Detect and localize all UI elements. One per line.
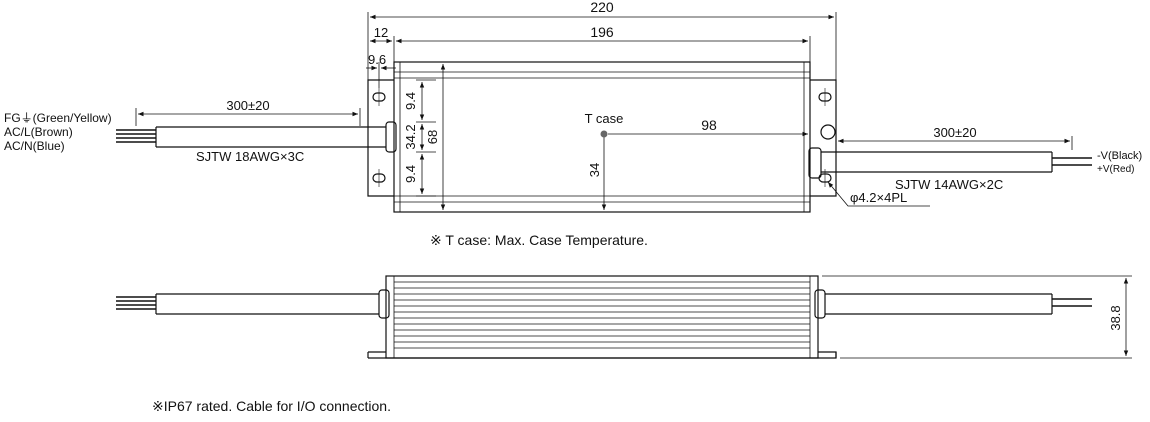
output-cable-length: 300±20 xyxy=(933,125,976,140)
wire-pos: +V(Red) xyxy=(1097,164,1135,175)
dim-34.2: 34.2 xyxy=(403,124,418,149)
tcase-point xyxy=(600,130,608,138)
dim-12: 12 xyxy=(374,25,388,40)
dim-196: 196 xyxy=(590,24,614,40)
side-output-gland xyxy=(814,289,826,319)
wire-fg: FG⏚(Green/Yellow) xyxy=(4,111,112,125)
mounting-slot xyxy=(820,124,836,140)
output-cable-spec: SJTW 14AWG×2C xyxy=(895,177,1003,192)
left-flange xyxy=(367,79,394,197)
hole-spec: φ4.2×4PL xyxy=(850,190,907,205)
dim-68: 68 xyxy=(425,130,440,144)
dim-9.4-bottom: 9.4 xyxy=(403,165,418,183)
hole-leader xyxy=(827,181,930,207)
tcase-label: T case xyxy=(585,111,624,126)
output-cable xyxy=(821,151,1092,173)
side-input-gland xyxy=(378,289,390,319)
input-cable xyxy=(116,126,386,148)
dim-220: 220 xyxy=(590,0,614,15)
heatsink-fins xyxy=(393,276,811,358)
dim-98: 98 xyxy=(701,117,717,133)
ip-note: ※IP67 rated. Cable for I/O connection. xyxy=(152,398,391,414)
dim-38.8: 38.8 xyxy=(1108,305,1123,330)
wire-acn: AC/N(Blue) xyxy=(4,139,65,153)
top-view xyxy=(116,61,1092,213)
base-plate xyxy=(368,351,837,359)
input-cable-length: 300±20 xyxy=(226,98,269,113)
dim-9.4-top: 9.4 xyxy=(403,92,418,110)
dim-34: 34 xyxy=(587,163,602,177)
dim-9.6: 9.6 xyxy=(368,52,386,67)
wire-neg: -V(Black) xyxy=(1097,150,1142,162)
side-dimension xyxy=(822,275,1132,359)
input-gland xyxy=(385,121,397,153)
case-body xyxy=(393,61,811,213)
side-view xyxy=(116,275,1092,359)
output-gland xyxy=(808,147,822,179)
top-labels: 220 12 196 9.6 9.4 34.2 9.4 68 34 T case… xyxy=(4,0,1142,205)
top-dimensions xyxy=(135,12,1073,210)
tcase-note: ※ T case: Max. Case Temperature. xyxy=(430,232,648,248)
wire-acl: AC/L(Brown) xyxy=(4,125,73,139)
input-cable-spec: SJTW 18AWG×3C xyxy=(196,149,304,164)
